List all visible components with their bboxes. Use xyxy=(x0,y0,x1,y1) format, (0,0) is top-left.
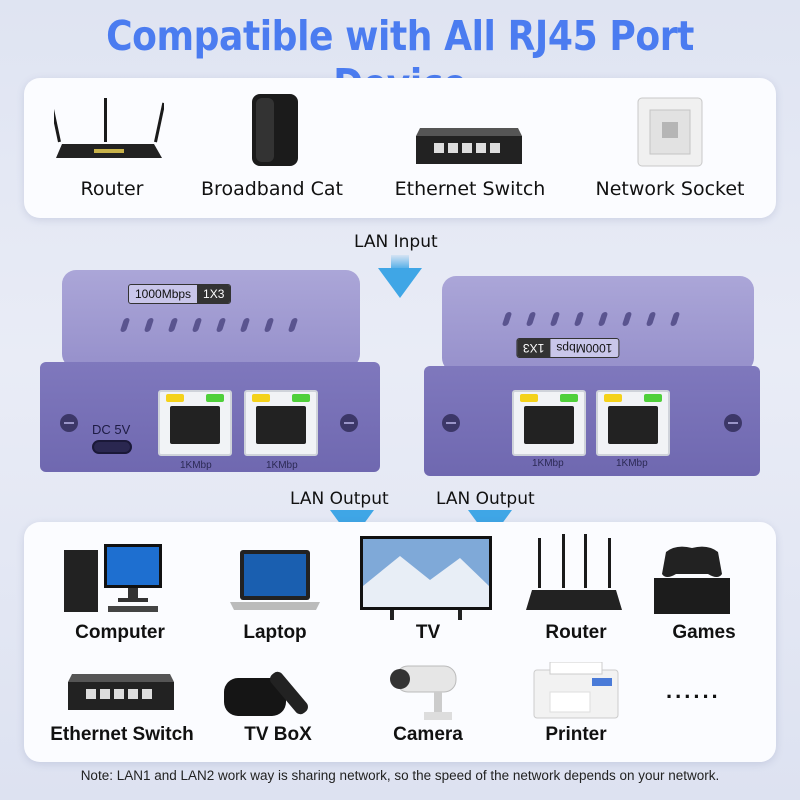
modem-icon xyxy=(252,94,298,166)
ethernet-port-2 xyxy=(244,390,318,456)
input-device-label: Network Socket xyxy=(595,178,745,200)
input-device-label: Ethernet Switch xyxy=(394,178,546,200)
lan-input-label: LAN Input xyxy=(354,232,438,252)
splitter-device-right: 1000Mbps 1X3 1KMbp 1KMbp xyxy=(424,276,774,482)
ethernet-port-2 xyxy=(596,390,670,456)
usb-c-port-icon xyxy=(92,440,132,454)
ratio-badge-text: 1X3 xyxy=(517,339,551,357)
switch-icon xyxy=(416,128,522,164)
printer-icon xyxy=(533,662,619,719)
output-device-label: Computer xyxy=(75,622,165,643)
game-console-icon xyxy=(654,546,730,614)
lan-output-label: LAN Output xyxy=(436,489,535,509)
output-devices-card: Computer Laptop TV Router Games ...... E… xyxy=(24,522,776,762)
splitter-device-left: 1000Mbps 1X3 DC 5V 1KMbp 1KMbp xyxy=(40,270,380,480)
input-devices-card: Router Broadband Cat Ethernet Switch Net… xyxy=(24,78,776,218)
output-device-label: Camera xyxy=(393,724,463,745)
output-device-label: Games xyxy=(672,622,736,643)
input-device-label: Router xyxy=(80,178,144,200)
router-icon xyxy=(526,534,622,610)
port-speed-label: 1KMbp xyxy=(180,460,212,471)
speed-badge-text: 1000Mbps xyxy=(556,341,613,355)
port-speed-label: 1KMbp xyxy=(266,460,298,471)
speed-badge: 1000Mbps 1X3 xyxy=(128,284,232,304)
speed-badge: 1000Mbps 1X3 xyxy=(516,338,620,358)
ethernet-port-1 xyxy=(158,390,232,456)
screw-icon xyxy=(60,414,78,432)
screw-icon xyxy=(442,414,460,432)
output-device-label: Laptop xyxy=(243,622,307,643)
camera-icon xyxy=(390,665,457,720)
ethernet-port-1 xyxy=(512,390,586,456)
tv-box-icon xyxy=(224,671,308,716)
output-device-label: TV BoX xyxy=(244,724,312,745)
output-device-label: TV xyxy=(415,622,441,643)
output-device-label: Printer xyxy=(545,724,607,745)
port-speed-label: 1KMbp xyxy=(532,458,564,469)
power-label: DC 5V xyxy=(92,422,131,437)
footnote: Note: LAN1 and LAN2 work way is sharing … xyxy=(80,768,720,783)
tv-icon xyxy=(360,536,492,620)
ratio-badge-text: 1X3 xyxy=(197,285,231,303)
output-device-label: Router xyxy=(545,622,607,643)
laptop-icon xyxy=(230,550,320,610)
port-speed-label: 1KMbp xyxy=(616,458,648,469)
computer-icon xyxy=(64,544,162,612)
more-icon: ...... xyxy=(666,678,721,703)
lan-input-arrow-stem xyxy=(391,255,409,271)
lan-input-arrow-icon xyxy=(378,268,422,298)
switch-icon xyxy=(68,674,174,710)
router-icon xyxy=(54,98,164,158)
input-device-label: Broadband Cat xyxy=(201,178,343,200)
speed-badge-text: 1000Mbps xyxy=(135,287,192,301)
screw-icon xyxy=(340,414,358,432)
lan-output-label: LAN Output xyxy=(290,489,389,509)
device-front-panel xyxy=(424,366,760,476)
wall-socket-icon xyxy=(637,97,703,167)
screw-icon xyxy=(724,414,742,432)
output-device-label: Ethernet Switch xyxy=(50,724,194,745)
